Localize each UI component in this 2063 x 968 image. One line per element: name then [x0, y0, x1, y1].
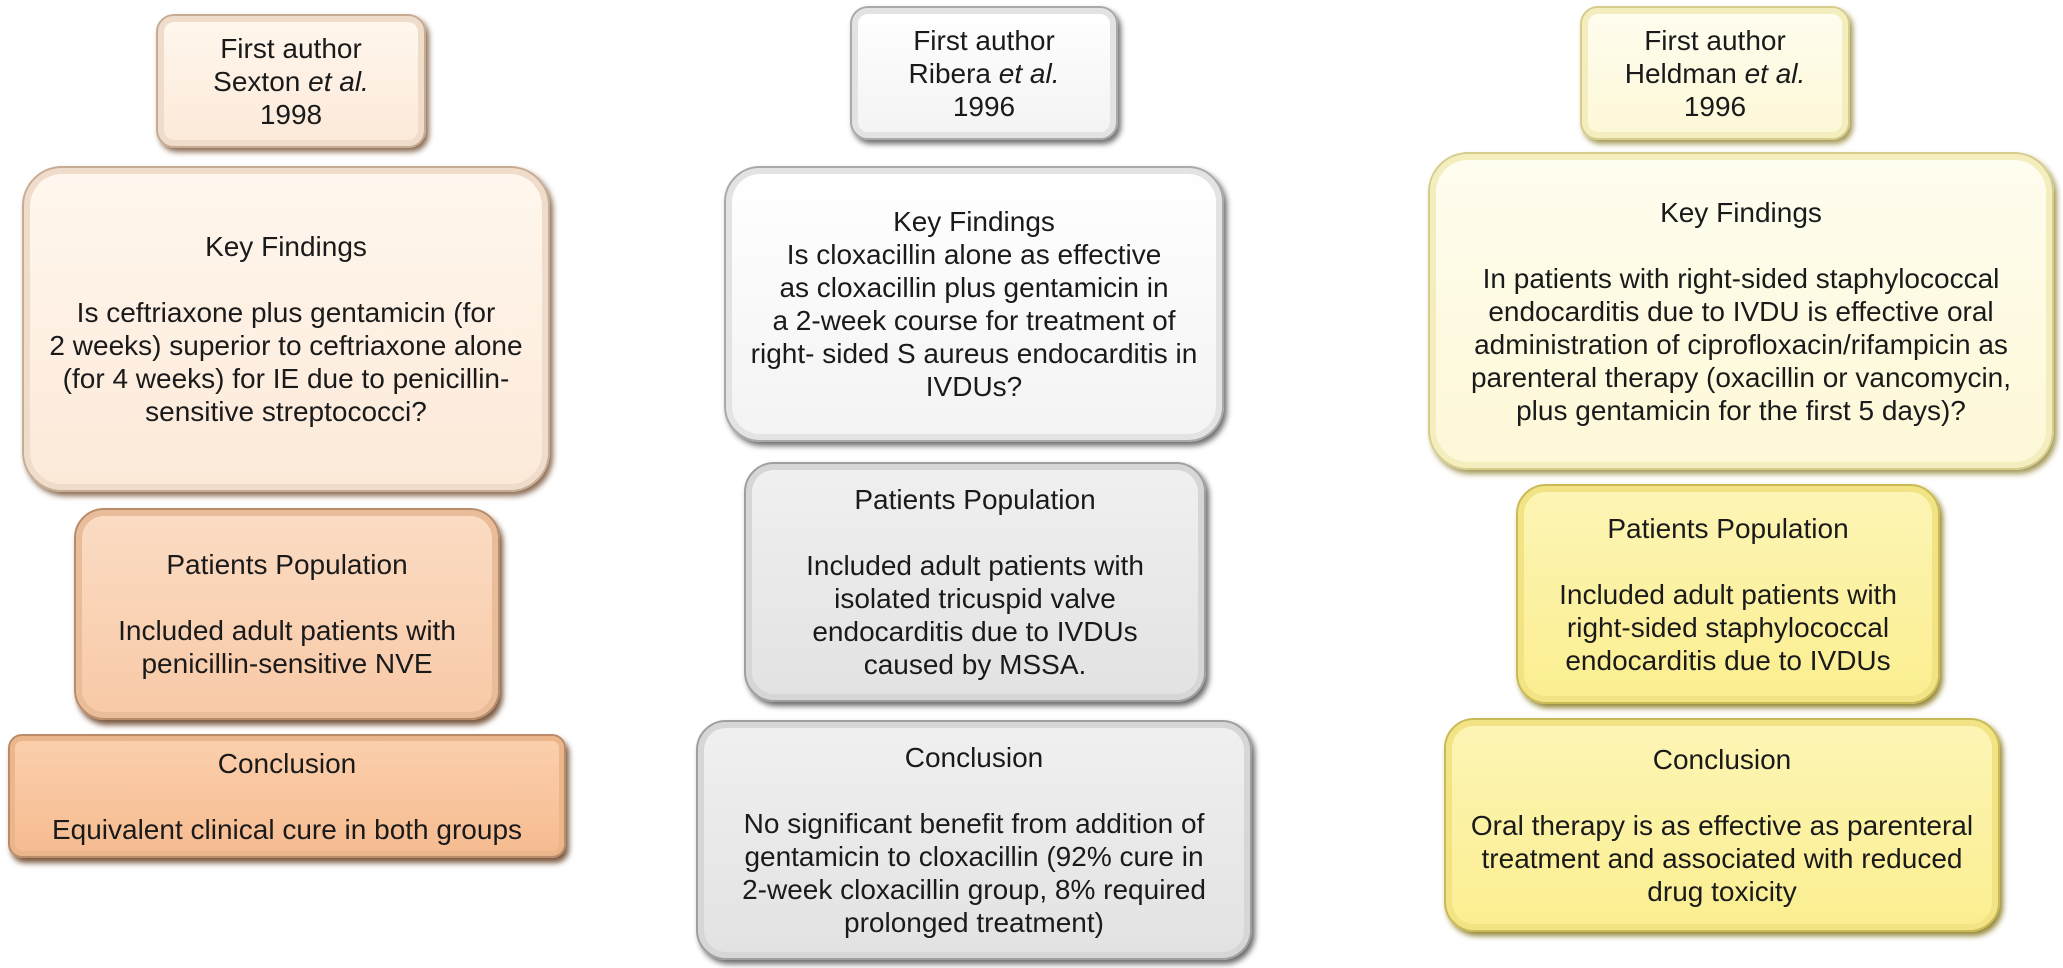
conclusion-line: Oral therapy is as effective as parenter…	[1470, 809, 1974, 841]
author-name: Ribera	[908, 57, 991, 89]
author-etal: et al.	[1744, 57, 1806, 89]
conclusion-line: treatment and associated with reduced	[1481, 842, 1963, 874]
population-line: right-sided staphylococcal	[1566, 611, 1890, 643]
key-findings-line: IVDUs?	[925, 371, 1023, 402]
population-line: endocarditis due to IVDUs	[1565, 644, 1891, 676]
author-etal: et al.	[998, 57, 1060, 89]
key-findings-box-sexton: Key Findings Is ceftriaxone plus gentami…	[22, 166, 550, 492]
key-findings-line: parenteral therapy (oxacillin or vancomy…	[1470, 361, 2012, 393]
key-findings-line: 2 weeks) superior to ceftriaxone alone	[49, 330, 523, 361]
key-findings-box-heldman: Key Findings In patients with right-side…	[1428, 152, 2054, 470]
author-etal: et al.	[308, 65, 369, 97]
population-title: Patients Population	[166, 549, 408, 580]
key-findings-line: Is ceftriaxone plus gentamicin (for	[76, 297, 496, 328]
key-findings-title: Key Findings	[1660, 196, 1822, 228]
population-line: isolated tricuspid valve	[834, 583, 1116, 614]
key-findings-box-ribera: Key Findings Is cloxacillin alone as eff…	[724, 166, 1224, 442]
population-title: Patients Population	[1607, 512, 1849, 544]
conclusion-line: Equivalent clinical cure in both groups	[51, 813, 523, 845]
author-label: First author	[1644, 24, 1786, 56]
key-findings-line: (for 4 weeks) for IE due to penicillin-	[62, 363, 510, 394]
population-box-ribera: Patients Population Included adult patie…	[744, 462, 1206, 702]
key-findings-line: as cloxacillin plus gentamicin in	[779, 272, 1169, 303]
conclusion-box-heldman: Conclusion Oral therapy is as effective …	[1444, 718, 2000, 932]
key-findings-line: right- sided S aureus endocarditis in	[750, 338, 1198, 369]
author-box-sexton: First author Sexton et al. 1998	[156, 14, 426, 148]
key-findings-line: sensitive streptococci?	[145, 396, 427, 427]
key-findings-line: In patients with right-sided staphylococ…	[1482, 262, 2000, 294]
author-box-heldman: First author Heldman et al. 1996	[1580, 6, 1850, 140]
author-year: 1996	[952, 90, 1016, 122]
population-line: Included adult patients with	[1559, 578, 1897, 610]
author-box-ribera: First author Ribera et al. 1996	[850, 6, 1118, 140]
population-line: caused by MSSA.	[863, 649, 1087, 680]
conclusion-title: Conclusion	[217, 747, 357, 779]
key-findings-title: Key Findings	[205, 231, 367, 262]
author-year: 1996	[1683, 90, 1747, 122]
population-box-sexton: Patients Population Included adult patie…	[74, 508, 500, 720]
population-line: penicillin-sensitive NVE	[141, 648, 433, 679]
conclusion-line: gentamicin to cloxacillin (92% cure in	[744, 841, 1204, 872]
population-line: Included adult patients with	[806, 550, 1144, 581]
key-findings-line: plus gentamicin for the first 5 days)?	[1516, 394, 1966, 426]
author-name: Heldman	[1624, 57, 1737, 89]
conclusion-box-sexton: Conclusion Equivalent clinical cure in b…	[8, 734, 566, 858]
key-findings-title: Key Findings	[893, 206, 1055, 237]
conclusion-line: drug toxicity	[1647, 875, 1797, 907]
author-label: First author	[220, 32, 362, 64]
population-title: Patients Population	[854, 484, 1096, 515]
conclusion-box-ribera: Conclusion No significant benefit from a…	[696, 720, 1252, 960]
key-findings-line: a 2-week course for treatment of	[772, 305, 1176, 336]
conclusion-line: No significant benefit from addition of	[743, 808, 1205, 839]
population-box-heldman: Patients Population Included adult patie…	[1516, 484, 1940, 704]
population-line: endocarditis due to IVDUs	[812, 616, 1138, 647]
conclusion-title: Conclusion	[904, 742, 1044, 773]
author-year: 1998	[259, 98, 323, 130]
conclusion-line: prolonged treatment)	[844, 907, 1104, 938]
author-label: First author	[913, 24, 1055, 56]
key-findings-line: endocarditis due to IVDU is effective or…	[1488, 295, 1994, 327]
key-findings-line: Is cloxacillin alone as effective	[786, 239, 1162, 270]
population-line: Included adult patients with	[118, 615, 456, 646]
author-name: Sexton	[213, 65, 301, 97]
conclusion-title: Conclusion	[1652, 743, 1792, 775]
key-findings-line: administration of ciprofloxacin/rifampic…	[1474, 328, 2008, 360]
conclusion-line: 2-week cloxacillin group, 8% required	[742, 874, 1206, 905]
